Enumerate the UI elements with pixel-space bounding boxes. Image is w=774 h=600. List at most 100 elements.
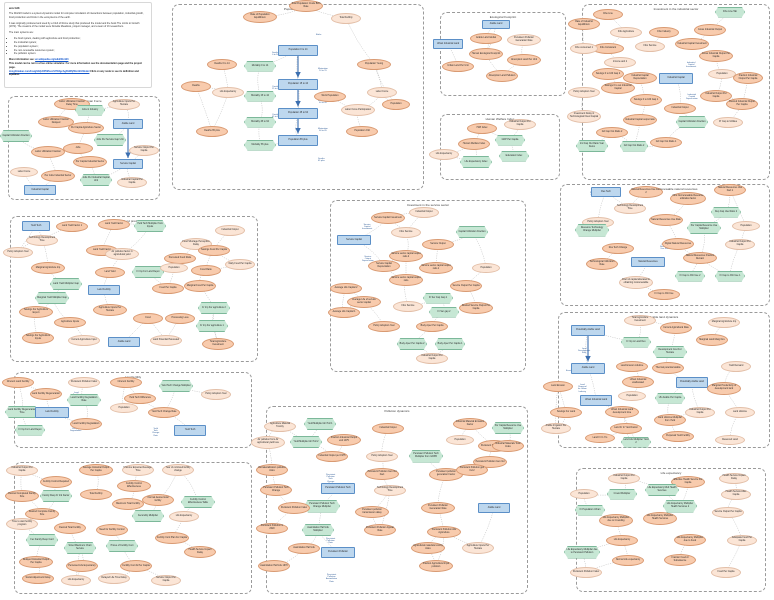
node-l18[interactable]: Industrial Capital Per Capita: [117, 176, 147, 188]
node-e7[interactable]: Absorption Land Per Unit: [507, 54, 541, 66]
node-r5[interactable]: Technology Development Time: [614, 202, 646, 214]
node-i26[interactable]: Capital Utilization Fraction: [676, 116, 708, 128]
node-p8[interactable]: Deaths 0 to 14: [207, 58, 237, 70]
node-po37[interactable]: Fraction Agricultural Input pollution: [419, 560, 453, 572]
node-hf9[interactable]: Total Fertility: [80, 488, 112, 500]
node-po32[interactable]: Persistent Pollution: [321, 546, 355, 558]
node-le14[interactable]: Life Expectancy Multiplier due to Food: [674, 534, 706, 546]
node-h4[interactable]: GDP Per Capita: [495, 134, 525, 146]
node-f22[interactable]: Daily Food Per Capita: [225, 258, 255, 270]
node-po26[interactable]: Arable Land: [478, 503, 510, 513]
node-hf7[interactable]: Desired Completed Family Size: [5, 490, 39, 502]
node-e3[interactable]: Urban Industrial Land: [433, 39, 463, 49]
node-i23[interactable]: Policy Adoption Year: [568, 86, 600, 98]
node-f20[interactable]: Food Per Capita: [152, 282, 184, 294]
node-f1[interactable]: Yield Tech: [22, 221, 50, 231]
node-hf30[interactable]: Service Output Per Capita: [151, 574, 181, 586]
node-i18[interactable]: Savings 0 to out Industrial Capital: [601, 82, 635, 94]
node-i27[interactable]: Pr Cap to Utilities: [713, 116, 743, 128]
node-i22[interactable]: Desired Industrial Output Per Capita: [726, 98, 758, 110]
node-le10[interactable]: Service Output Per Capita: [712, 506, 744, 518]
node-i2[interactable]: Fibo Line Tab: [715, 6, 745, 18]
node-po11[interactable]: Industrial Materials Toxic Index: [492, 440, 524, 452]
node-p6[interactable]: Rate of Population Equilibrium: [243, 11, 277, 23]
node-f35[interactable]: Industrial Output: [215, 224, 245, 236]
node-f18[interactable]: Marginal Yield Multiplier Gap: [35, 292, 69, 304]
node-h7[interactable]: Life Expectancy Index: [460, 156, 492, 168]
node-l12[interactable]: Service Output Per Capita: [129, 144, 159, 156]
node-i17[interactable]: Fraction Industrial Output Per Capita: [733, 72, 763, 84]
node-l8[interactable]: Per Capita Agriculture Sector: [68, 122, 104, 134]
node-le3[interactable]: Health Service Impact Delay: [719, 472, 749, 484]
node-p13[interactable]: Mortality 15 to 44: [244, 90, 276, 102]
node-i11[interactable]: Income and 2: [604, 56, 636, 68]
node-s11[interactable]: Service sector capital output ratio: [389, 274, 423, 286]
node-a21[interactable]: Savings For Land: [550, 406, 582, 418]
node-i3[interactable]: Rate of Industrial Equilibrium: [568, 18, 600, 30]
node-le6[interactable]: Life Expectancy Mult Health Services: [645, 484, 679, 496]
node-a28[interactable]: Land Life Multiplier Yield 2: [621, 436, 651, 448]
node-i8[interactable]: Fibo Service: [635, 40, 665, 52]
node-l17[interactable]: Industrial Capital: [24, 185, 56, 195]
node-hf27[interactable]: Social Adjustment Delay: [22, 572, 54, 584]
node-lf5[interactable]: Land Fertility Regeneration Time: [5, 406, 39, 418]
node-i5[interactable]: Fibo Industry: [649, 26, 679, 38]
node-p14[interactable]: Work Population: [314, 90, 346, 102]
node-i31[interactable]: Ind Cap Out Ratio 1: [650, 136, 682, 148]
node-po8[interactable]: Fraction Industrial Output end 1975: [327, 434, 361, 446]
node-po33[interactable]: Agricultural materials toxicity index: [411, 542, 445, 554]
node-lf2[interactable]: Land Fertility Regeneration: [30, 388, 62, 400]
node-lf8[interactable]: Fr Inp For Land Depot: [15, 424, 45, 436]
node-i6[interactable]: Gross Industrial Output: [694, 24, 726, 36]
node-i29[interactable]: Ind Cap Out Ratio Year Demo: [576, 140, 608, 152]
node-a2[interactable]: Current Agricultural Rate: [660, 322, 692, 334]
node-hf19[interactable]: Fec Family Resp Card: [26, 534, 58, 546]
node-f28[interactable]: Fr Inp For agriculture 2: [198, 302, 230, 314]
node-f2[interactable]: Land Yield Factor 1: [56, 220, 88, 232]
node-po30[interactable]: Persistent Pollution in 2020: [256, 522, 288, 534]
node-e4[interactable]: Human Ecological Footprint: [469, 48, 503, 60]
node-p3[interactable]: Population 45 to 64: [278, 107, 318, 119]
node-r20[interactable]: Fract of capital allocated to obtaining …: [619, 275, 653, 289]
node-r6[interactable]: Dep Cap Use Ratio 2: [711, 206, 741, 218]
node-hf17[interactable]: Desired Total Fertility: [54, 522, 86, 534]
node-po18[interactable]: Persistent Pollution gen Ind 2: [456, 464, 488, 476]
node-e5[interactable]: Persistent Pollution Generation Rate: [507, 34, 541, 46]
node-hf3[interactable]: Income Expected Average Time: [122, 464, 154, 476]
node-p5[interactable]: Total Population Crude Birth Rate: [289, 0, 323, 12]
node-po3[interactable]: Industrial Output: [372, 422, 404, 434]
node-i24[interactable]: Investment Delay in Technological Fixed …: [567, 109, 601, 123]
node-r1[interactable]: Res Tech: [591, 187, 621, 197]
node-f14[interactable]: Fr Inp For Land Depot: [132, 266, 164, 278]
node-le18[interactable]: Fraction Food Al Subsistence: [664, 554, 696, 566]
node-i10[interactable]: Fibo consumed 1: [570, 42, 598, 54]
node-hf29[interactable]: Delayed Life Time Delay: [98, 572, 130, 584]
node-i21[interactable]: Industrial Output: [664, 102, 696, 114]
node-f21[interactable]: Marginal Food Per Capita: [184, 280, 216, 292]
node-po20[interactable]: Persistent Pollution Tech Change: [260, 484, 292, 496]
node-f13[interactable]: Land Yield: [95, 266, 125, 278]
node-po35[interactable]: Assimilation Half Life: [288, 542, 320, 554]
node-f9[interactable]: Perceived Food Ratio: [164, 252, 196, 264]
node-h1[interactable]: HWI Index: [467, 122, 497, 134]
node-hf23[interactable]: Health Service Impact Delay: [184, 546, 216, 558]
node-l16[interactable]: Jobs Per Industrial Capital Unit: [80, 174, 112, 186]
node-a12[interactable]: Urban Industrial unallocated: [622, 376, 654, 388]
node-hf25[interactable]: Perceived Life Expectancy: [66, 560, 98, 572]
node-hf13[interactable]: Desired Complete Family Size: [25, 508, 59, 520]
node-f5[interactable]: Technology Development Time: [26, 234, 58, 246]
node-l5[interactable]: Labor Force: [10, 167, 38, 177]
node-a7[interactable]: Development Cost For Hectare: [653, 346, 687, 358]
node-f32[interactable]: Arable Land: [108, 337, 140, 347]
node-a11[interactable]: Yield Demand: [721, 360, 751, 372]
node-hf10[interactable]: Maximum Total Fertility: [112, 498, 144, 510]
node-po21[interactable]: Persistent Pollution Tech: [321, 482, 355, 494]
node-f12[interactable]: Land Yield Multiplier Gap: [50, 278, 82, 290]
node-hf8[interactable]: Family Resp Fr Ind Factor: [40, 490, 72, 502]
node-s18[interactable]: Desired Service Output Per Capita: [459, 302, 493, 314]
node-a16[interactable]: Marginal Productivity of development lan…: [707, 381, 741, 395]
node-hf12[interactable]: Fertility Control Effectiveness Table: [181, 496, 215, 508]
node-hf15[interactable]: Life Expectancy: [169, 510, 199, 522]
node-l10[interactable]: Jobs: [63, 142, 93, 154]
node-i4[interactable]: Fibo Agriculture: [610, 26, 642, 38]
